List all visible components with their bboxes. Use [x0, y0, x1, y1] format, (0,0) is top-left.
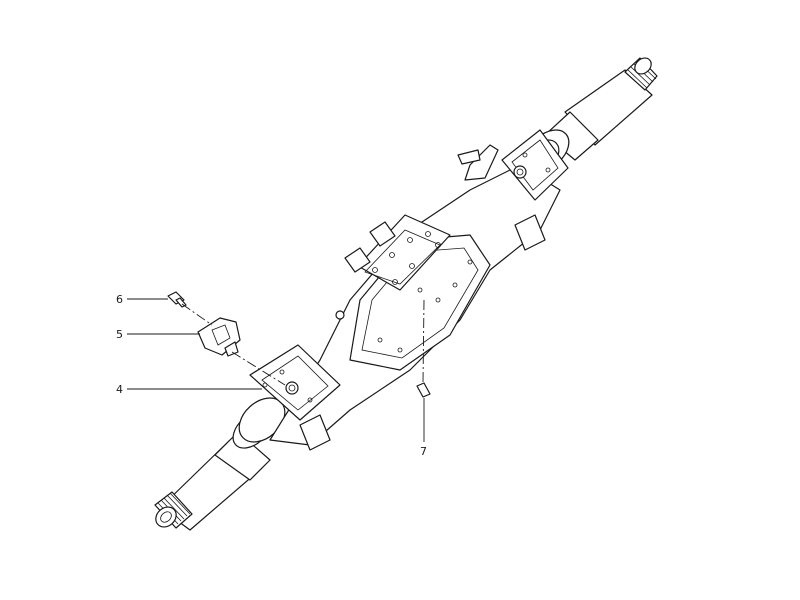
right-thread: [624, 57, 658, 91]
installed-bracket: [457, 144, 499, 181]
leader-lines: [127, 298, 425, 442]
center-lines: [181, 299, 425, 386]
bolt-holes: [262, 152, 551, 403]
callout-5: 5: [116, 328, 123, 341]
callout-6: 6: [116, 293, 123, 306]
axle-housing: [249, 129, 569, 451]
key-part-7: [416, 382, 431, 398]
left-spindle: [154, 397, 286, 531]
left-thread: [154, 491, 193, 529]
bracket-part-5: [197, 317, 241, 357]
callout-7: 7: [420, 445, 427, 458]
callout-4: 4: [116, 383, 123, 396]
